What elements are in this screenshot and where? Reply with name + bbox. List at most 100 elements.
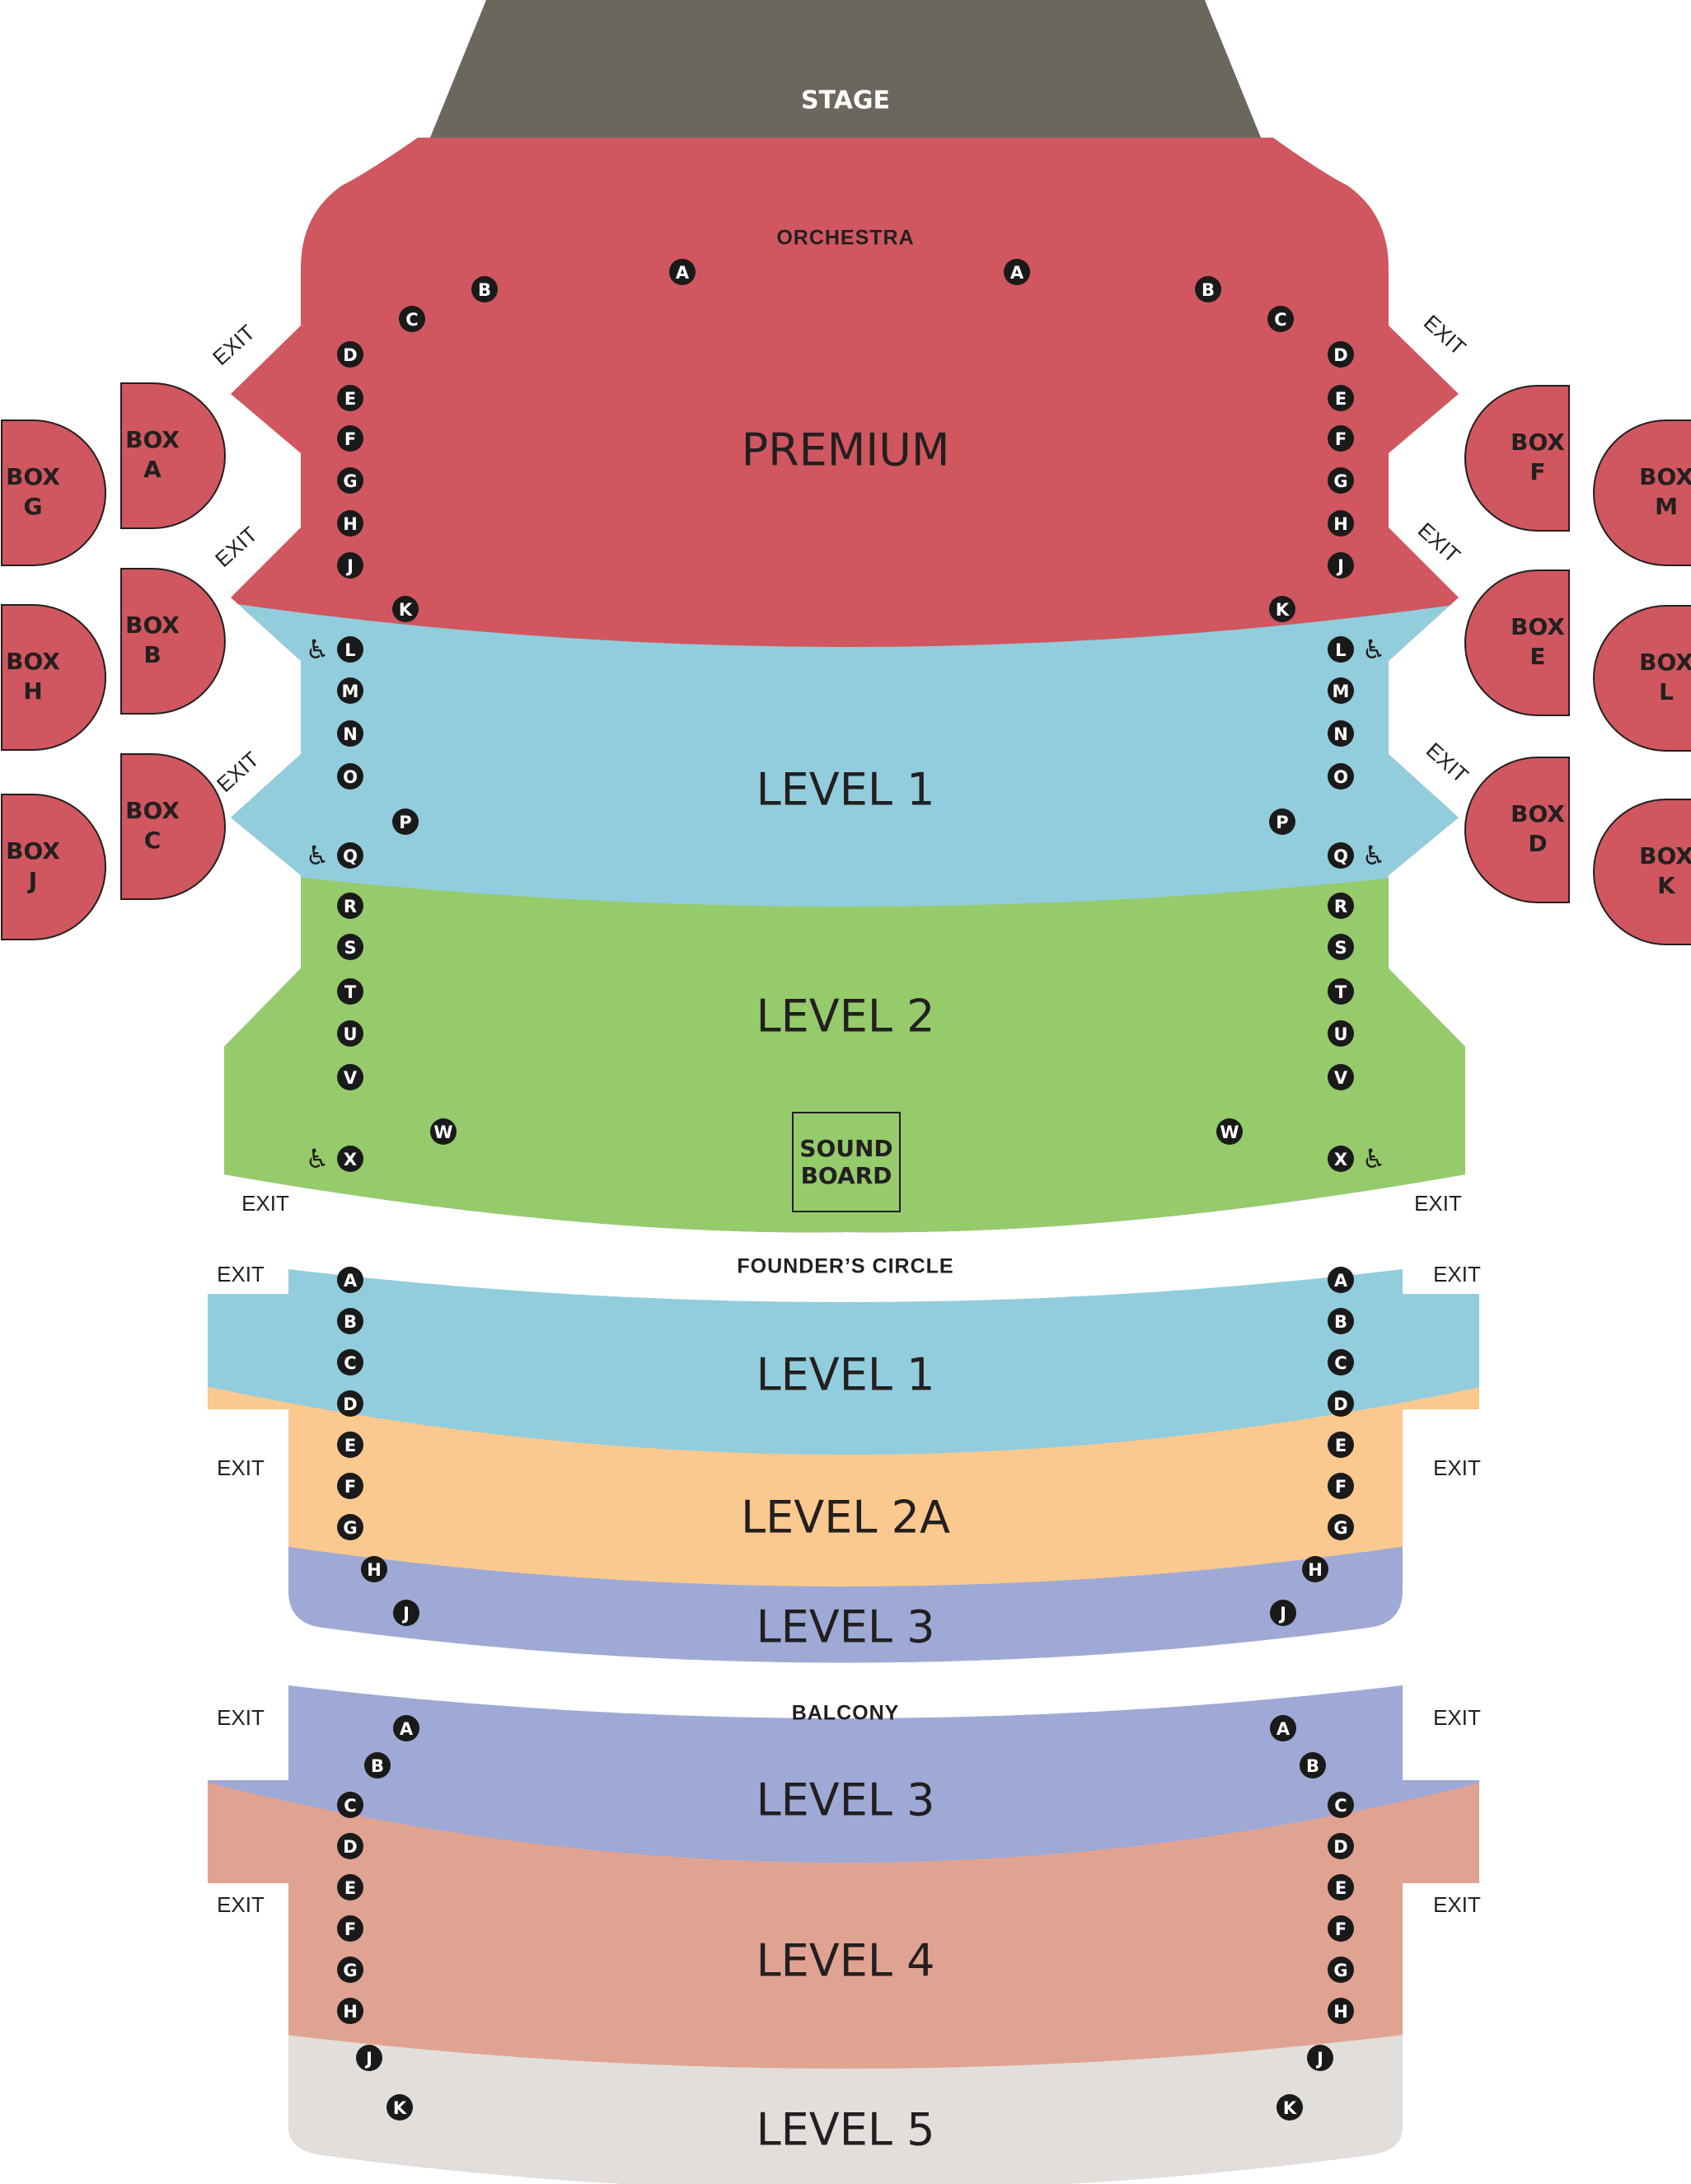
row-letter: M: [342, 682, 359, 701]
row-badge-circle: [337, 677, 363, 704]
row-letter: F: [1335, 1919, 1347, 1939]
wheelchair-icon: ♿: [1362, 1143, 1386, 1174]
row-marker-b: B: [1300, 1752, 1326, 1779]
row-badge-circle: [337, 510, 363, 537]
row-letter: W: [1220, 1122, 1239, 1142]
row-marker-k: K: [1269, 596, 1295, 622]
row-marker-b: B: [364, 1752, 391, 1779]
box-shape[interactable]: [120, 382, 226, 529]
box-shape[interactable]: [120, 753, 226, 900]
row-letter: G: [343, 1518, 357, 1538]
stage-label: STAGE: [801, 87, 890, 115]
row-badge-circle: [1300, 1752, 1326, 1779]
row-marker-e: E: [337, 1432, 363, 1458]
exit-label: EXIT: [1433, 1262, 1481, 1286]
row-marker-e: E: [1328, 385, 1354, 411]
row-badge-circle: [1328, 636, 1354, 663]
box-shape[interactable]: [1464, 569, 1570, 716]
row-badge-circle: [337, 1146, 363, 1172]
box-shape[interactable]: [1, 604, 106, 751]
row-badge-circle: [392, 808, 419, 835]
row-marker-a: A: [669, 259, 696, 285]
row-marker-o: O: [337, 763, 363, 790]
row-letter: Q: [1333, 846, 1348, 866]
row-marker-f: F: [337, 425, 363, 452]
row-letter: F: [344, 1477, 356, 1497]
box-shape[interactable]: [1464, 757, 1570, 903]
row-marker-c: C: [1328, 1349, 1354, 1376]
row-letter: J: [345, 556, 354, 576]
box-shape[interactable]: [1593, 605, 1691, 752]
box-shape[interactable]: [1, 794, 106, 940]
row-letter: P: [399, 813, 411, 832]
box-letter: B: [143, 641, 161, 668]
box-word: BOX: [125, 797, 180, 824]
box-shape[interactable]: [1593, 419, 1691, 566]
row-marker-h: H: [1302, 1556, 1328, 1582]
founders-circle-section: FOUNDER’S CIRCLE LEVEL 1 LEVEL 2A LEVEL …: [208, 1255, 1481, 1663]
box-letter: K: [1657, 872, 1676, 899]
row-marker-s: S: [337, 934, 363, 960]
row-marker-k: K: [1276, 2094, 1303, 2121]
row-letter: K: [1276, 600, 1290, 620]
row-badge-circle: [1328, 1874, 1354, 1900]
row-letter: E: [344, 389, 356, 409]
row-letter: E: [1335, 389, 1347, 409]
box-letter: J: [27, 867, 37, 894]
box-shape[interactable]: [1464, 385, 1570, 532]
row-marker-g: G: [1328, 467, 1354, 494]
row-letter: R: [344, 897, 357, 916]
row-letter: B: [1306, 1756, 1319, 1776]
box-shape[interactable]: [120, 568, 226, 715]
row-badge-circle: [393, 1600, 419, 1626]
wheelchair-icon: ♿: [306, 634, 330, 665]
row-letter: L: [344, 640, 355, 660]
orchestra-section: SOUND BOARD ORCHESTRA PREMIUM LEVEL 1 LE…: [165, 138, 1533, 1277]
exit-label: EXIT: [1433, 1455, 1481, 1480]
orchestra-level2-zone[interactable]: [165, 861, 1533, 1277]
row-marker-j: J: [1270, 1600, 1296, 1626]
row-badge-circle: [1270, 1715, 1296, 1741]
box-shape[interactable]: [1, 419, 106, 566]
row-badge-circle: [337, 978, 363, 1005]
row-badge-circle: [1328, 677, 1354, 704]
row-badge-circle: [393, 1715, 419, 1741]
box-shape[interactable]: [1593, 799, 1691, 945]
row-letter: C: [1274, 310, 1286, 330]
row-marker-c: C: [399, 306, 425, 332]
row-badge-circle: [1328, 842, 1354, 869]
row-letter: O: [1333, 767, 1348, 787]
row-badge-circle: [1328, 1473, 1354, 1499]
premium-label: PREMIUM: [742, 424, 950, 476]
row-marker-a: A: [1004, 259, 1030, 285]
row-letter: R: [1334, 897, 1347, 916]
row-letter: J: [1315, 2049, 1323, 2069]
row-marker-e: E: [337, 1874, 363, 1900]
row-letter: A: [1334, 1271, 1348, 1291]
box-word: BOX: [6, 837, 60, 865]
row-marker-g: G: [337, 1514, 363, 1540]
row-marker-g: G: [337, 467, 363, 494]
row-marker-m: M: [1328, 677, 1354, 704]
row-letter: D: [1333, 1837, 1347, 1857]
row-marker-c: C: [337, 1349, 363, 1376]
row-marker-q: Q: [337, 842, 363, 869]
founders-level2a-label: LEVEL 2A: [741, 1492, 950, 1544]
row-badge-circle: [1328, 1514, 1354, 1540]
row-marker-b: B: [1195, 276, 1221, 302]
balcony-level5-zone[interactable]: [198, 2023, 1492, 2184]
founders-level1-label: LEVEL 1: [756, 1349, 935, 1401]
